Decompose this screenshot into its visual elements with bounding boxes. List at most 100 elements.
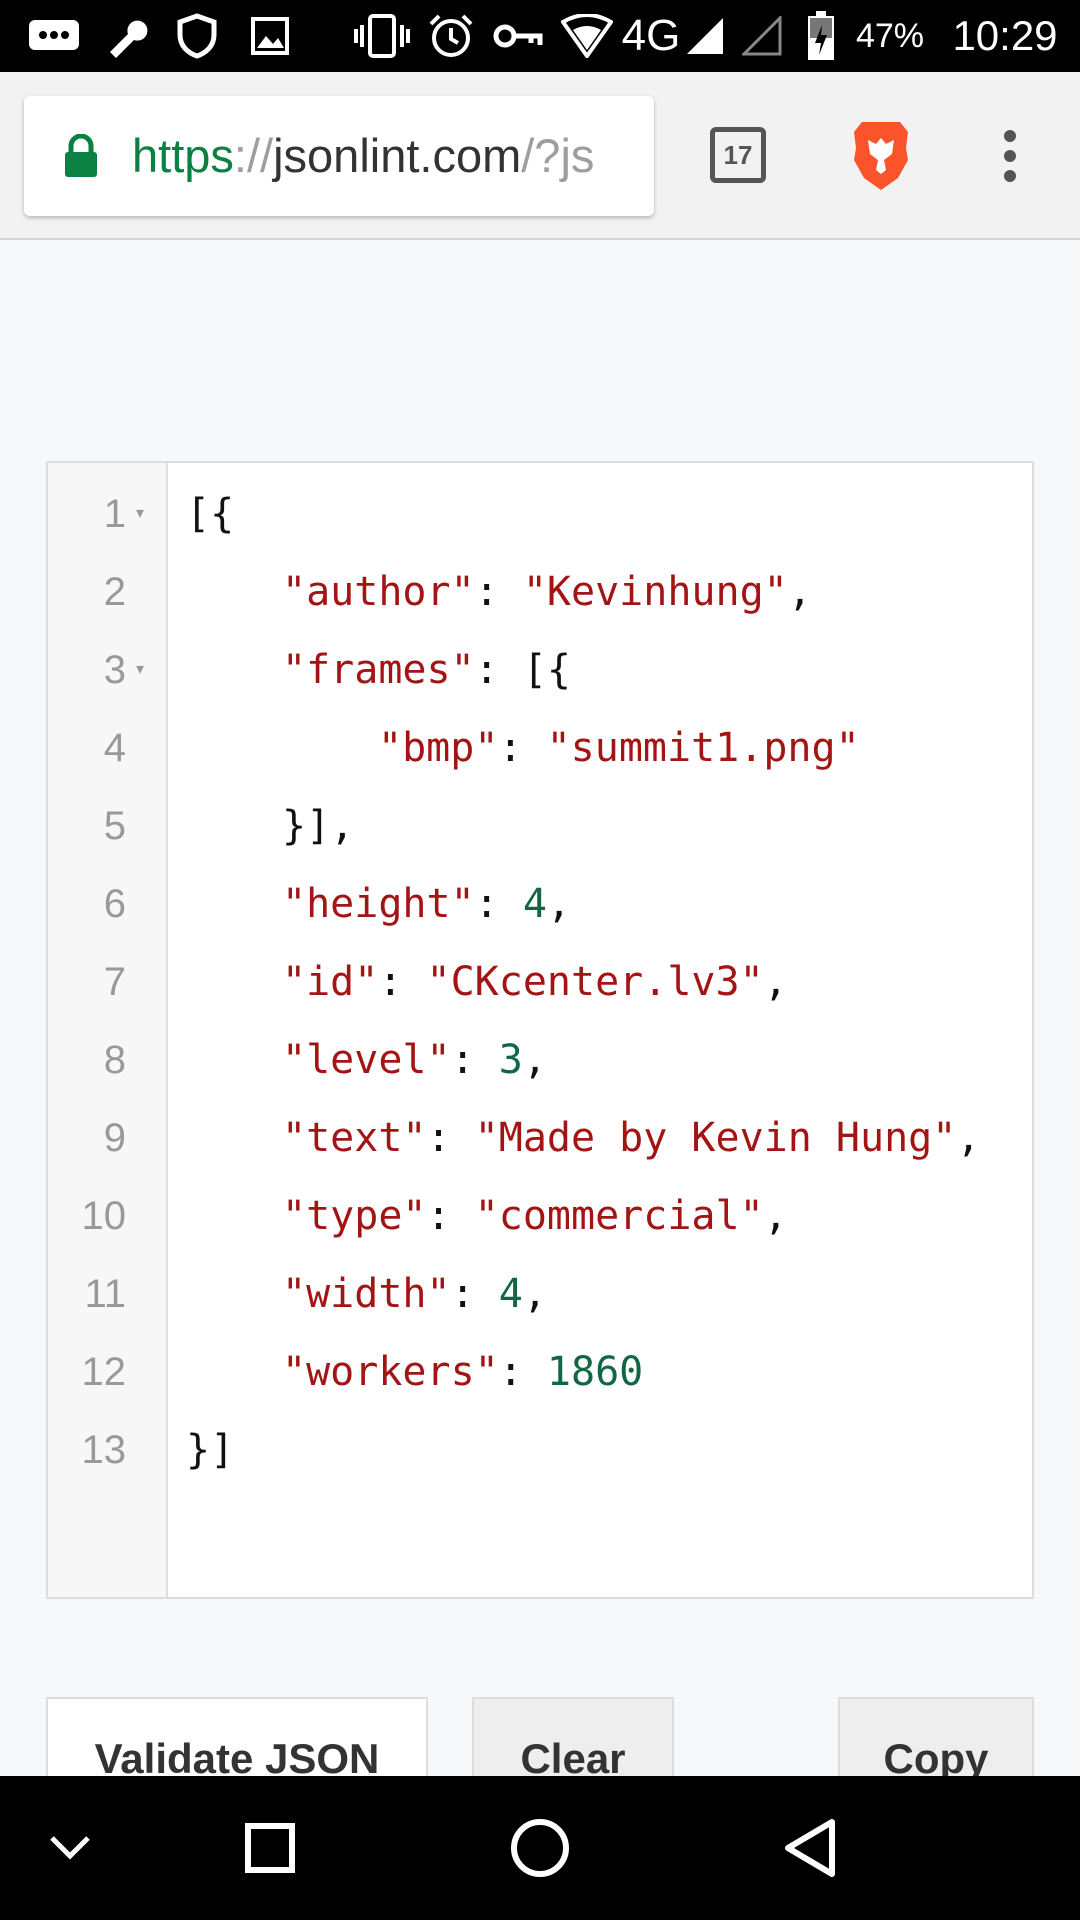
json-string: "Made by Kevin Hung": [474, 1115, 957, 1161]
json-punctuation: :: [450, 1037, 499, 1083]
lock-icon: [64, 133, 98, 183]
json-punctuation: :: [474, 881, 523, 927]
json-key: "height": [282, 881, 475, 927]
brave-shields-icon[interactable]: [848, 118, 914, 197]
line-number: 6: [103, 882, 126, 926]
signal-icon: [684, 0, 726, 72]
back-button[interactable]: [770, 1776, 850, 1920]
code-line[interactable]: }]: [186, 1411, 234, 1489]
browser-toolbar: https://jsonlint.com/?js 17: [0, 72, 1080, 240]
battery-icon: [804, 0, 838, 72]
url-scheme: https: [132, 129, 234, 182]
code-line[interactable]: [{: [186, 475, 234, 553]
tab-switcher-button[interactable]: 17: [710, 127, 766, 183]
code-line[interactable]: "frames": [{: [282, 631, 571, 709]
json-number: 4: [498, 1271, 523, 1317]
vpn-key-icon: [492, 0, 544, 72]
url-host: jsonlint.com: [273, 129, 522, 182]
json-punctuation: :: [498, 1349, 547, 1395]
json-string: "summit1.png": [546, 725, 860, 771]
overflow-menu-icon[interactable]: [998, 128, 1022, 189]
json-punctuation: ,: [956, 1115, 981, 1161]
json-key: "level": [282, 1037, 451, 1083]
json-string: "commercial": [474, 1193, 764, 1239]
clock: 10:29: [952, 12, 1058, 59]
json-punctuation: ,: [763, 959, 788, 1005]
line-number: 7: [103, 960, 126, 1004]
json-number: 1860: [546, 1349, 644, 1395]
url-text[interactable]: https://jsonlint.com/?js: [132, 124, 594, 188]
json-key: "width": [282, 1271, 451, 1317]
json-punctuation: :: [498, 725, 547, 771]
line-number: 11: [84, 1272, 126, 1316]
json-punctuation: :: [426, 1193, 475, 1239]
line-number: 13: [81, 1428, 127, 1472]
json-punctuation: : [{: [474, 647, 571, 693]
json-punctuation: ,: [522, 1037, 547, 1083]
fold-toggle-icon[interactable]: ▾: [136, 505, 145, 522]
navigation-bar: [0, 1776, 1080, 1920]
json-punctuation: [{: [186, 491, 235, 537]
json-punctuation: :: [450, 1271, 499, 1317]
code-line[interactable]: "bmp": "summit1.png": [378, 709, 860, 787]
json-punctuation: }]: [186, 1427, 235, 1473]
network-type-label: 4G: [621, 11, 681, 60]
line-number: 8: [103, 1038, 126, 1082]
code-line[interactable]: "height": 4,: [282, 865, 571, 943]
json-punctuation: ,: [522, 1271, 547, 1317]
code-line[interactable]: }],: [282, 787, 354, 865]
home-button[interactable]: [500, 1776, 580, 1920]
json-number: 4: [522, 881, 547, 927]
line-number: 1: [103, 492, 126, 536]
json-punctuation: :: [378, 959, 427, 1005]
address-bar[interactable]: https://jsonlint.com/?js: [24, 96, 654, 216]
json-key: "frames": [282, 647, 475, 693]
line-number: 12: [81, 1350, 127, 1394]
json-key: "id": [282, 959, 379, 1005]
line-number: 3: [103, 648, 126, 692]
line-number: 2: [103, 570, 126, 614]
shield-icon: [172, 0, 222, 72]
json-string: "Kevinhung": [522, 569, 788, 615]
url-separator: ://: [233, 129, 274, 182]
code-line[interactable]: "level": 3,: [282, 1021, 547, 1099]
code-line[interactable]: "id": "CKcenter.lv3",: [282, 943, 788, 1021]
url-path: /?js: [521, 129, 595, 182]
recents-button[interactable]: [230, 1776, 310, 1920]
json-punctuation: ,: [763, 1193, 788, 1239]
wifi-icon: [560, 0, 614, 72]
fold-toggle-icon[interactable]: ▾: [136, 661, 145, 678]
alarm-icon: [426, 0, 476, 72]
code-line[interactable]: "width": 4,: [282, 1255, 547, 1333]
code-line[interactable]: "type": "commercial",: [282, 1177, 788, 1255]
code-line[interactable]: "text": "Made by Kevin Hung",: [282, 1099, 980, 1177]
json-punctuation: ,: [787, 569, 812, 615]
json-key: "bmp": [378, 725, 499, 771]
messages-notification-icon: [26, 0, 82, 72]
code-line[interactable]: "workers": 1860: [282, 1333, 643, 1411]
image-icon: [248, 0, 292, 72]
wrench-icon: [100, 0, 152, 72]
vibrate-icon: [352, 0, 412, 72]
json-string: "CKcenter.lv3": [426, 959, 764, 1005]
json-punctuation: :: [426, 1115, 475, 1161]
json-key: "workers": [282, 1349, 499, 1395]
json-key: "author": [282, 569, 475, 615]
chevron-down-icon[interactable]: [30, 1776, 110, 1920]
line-number: 9: [103, 1116, 126, 1160]
json-punctuation: :: [474, 569, 523, 615]
signal-empty-icon: [740, 0, 784, 72]
line-number: 10: [81, 1194, 127, 1238]
status-bar: 4G 47% 10:29: [0, 0, 1080, 72]
json-key: "text": [282, 1115, 427, 1161]
json-punctuation: }],: [282, 803, 355, 849]
json-punctuation: ,: [546, 881, 572, 927]
json-number: 3: [498, 1037, 523, 1083]
battery-percent: 47%: [855, 16, 925, 55]
line-number: 4: [103, 726, 126, 770]
json-key: "type": [282, 1193, 427, 1239]
code-line[interactable]: "author": "Kevinhung",: [282, 553, 812, 631]
code-area[interactable]: [{"author": "Kevinhung","frames": [{"bmp…: [186, 463, 1032, 1597]
